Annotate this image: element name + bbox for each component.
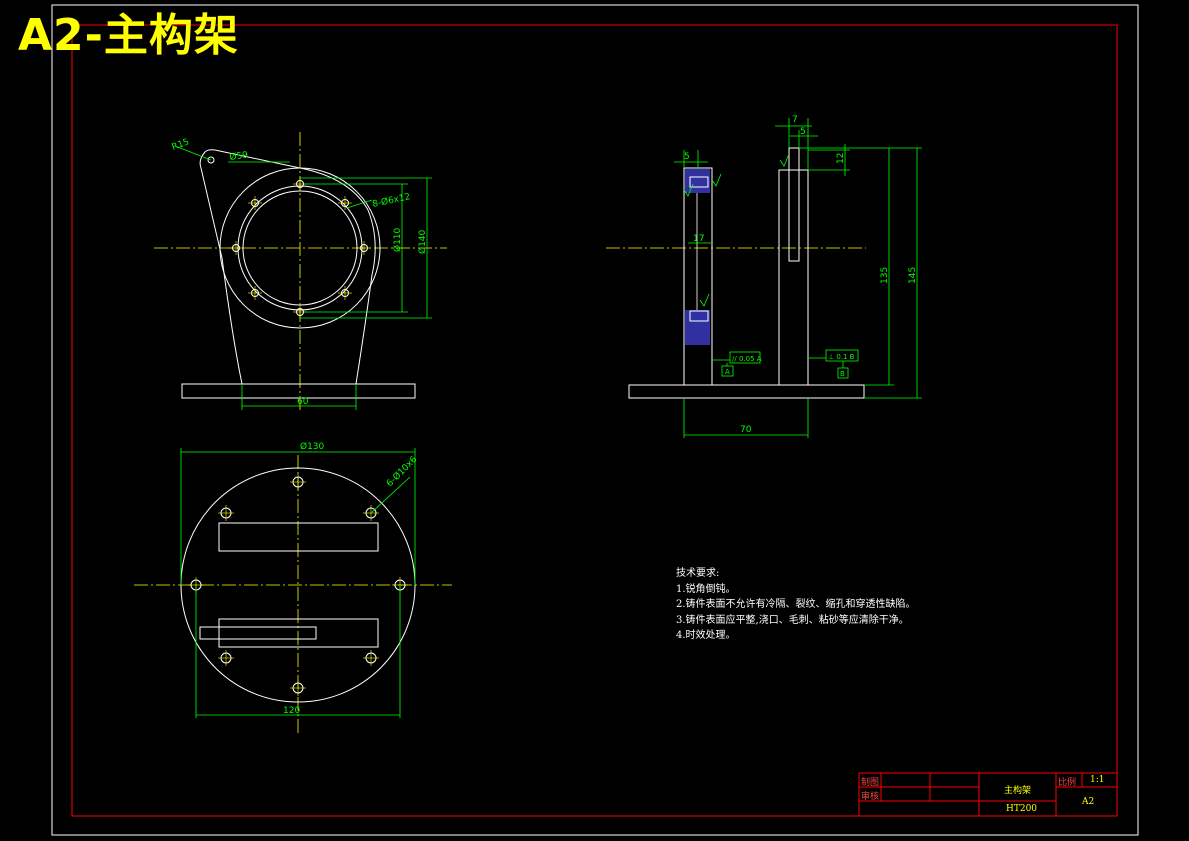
tb-checked-label: 审核 [861, 792, 880, 802]
tb-material: HT200 [1006, 804, 1038, 814]
dim-5-top: 5 [800, 127, 806, 137]
bottom-view [134, 448, 452, 735]
outer-frame [51, 4, 1139, 836]
dim-5-left: 5 [684, 152, 690, 162]
tolerance-perp: ⊥ 0.1 B [828, 353, 855, 361]
technical-requirements: 技术要求: 1.锐角倒钝。 2.铸件表面不允许有冷隔、裂纹、缩孔和穿透性缺陷。 … [676, 566, 916, 644]
tolerance-parallel: // 0.05 A [732, 355, 762, 363]
title-block [858, 772, 1118, 817]
datum-b: B [840, 370, 845, 378]
dim-holes-8: 8-Ø6x12 [371, 191, 411, 210]
dim-w120: 120 [283, 706, 300, 716]
dim-7: 7 [792, 115, 798, 125]
inner-frame [71, 24, 1118, 817]
dim-d59: Ø59 [229, 149, 249, 163]
dim-d140: Ø140 [417, 229, 428, 254]
tb-scale-label: 比例 [1058, 778, 1077, 788]
datum-a: A [725, 368, 730, 376]
tb-drawing-no: A2 [1082, 797, 1095, 807]
side-view-dims: 7 5 5 12 17 135 145 70 // 0.05 A ⊥ 0.1 B… [684, 115, 918, 435]
tech-item-3: 3.铸件表面应平整,浇口、毛刺、粘砂等应清除干净。 [676, 614, 909, 626]
tech-item-1: 1.锐角倒钝。 [676, 583, 736, 595]
dim-70: 70 [740, 425, 752, 435]
dim-d110: Ø110 [392, 227, 403, 252]
dim-12: 12 [836, 153, 846, 164]
dim-holes-6: 6-Ø10x6 [384, 454, 419, 489]
tb-drawn-label: 制图 [861, 778, 880, 788]
dim-w60: 60 [297, 397, 309, 407]
tech-item-2: 2.铸件表面不允许有冷隔、裂纹、缩孔和穿透性缺陷。 [676, 599, 916, 610]
tb-scale-value: 1:1 [1090, 775, 1105, 785]
dim-d130: Ø130 [300, 441, 325, 452]
sheet-title: A2-主构架 [18, 10, 239, 61]
tb-part-name: 主构架 [1004, 786, 1032, 796]
side-view [606, 118, 922, 438]
dim-17: 17 [693, 234, 704, 244]
tech-item-4: 4.时效处理。 [676, 630, 736, 641]
dim-135: 135 [880, 267, 890, 284]
tech-heading: 技术要求: [676, 568, 720, 579]
front-view [154, 132, 447, 412]
dim-145: 145 [908, 267, 918, 284]
